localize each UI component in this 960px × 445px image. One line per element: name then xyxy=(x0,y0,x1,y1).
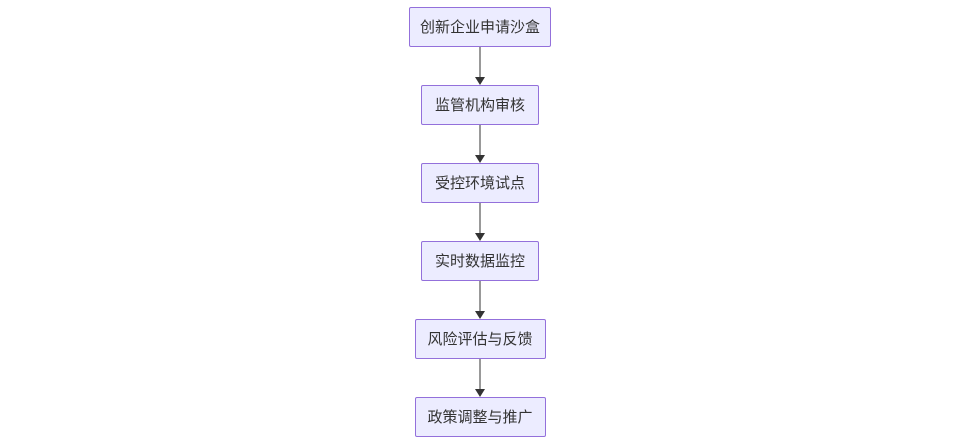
arrow-head-icon xyxy=(475,311,485,319)
arrow-line xyxy=(479,281,481,311)
flow-arrow-2 xyxy=(475,125,485,163)
arrow-head-icon xyxy=(475,155,485,163)
node-label: 受控环境试点 xyxy=(434,174,525,192)
flow-arrow-3 xyxy=(475,203,485,241)
flow-arrow-5 xyxy=(475,359,485,397)
arrow-head-icon xyxy=(475,77,485,85)
node-label: 创新企业申请沙盒 xyxy=(420,18,541,36)
node-controlled-pilot: 受控环境试点 xyxy=(421,163,539,203)
arrow-head-icon xyxy=(475,233,485,241)
flowchart: 创新企业申请沙盒 监管机构审核 受控环境试点 实时数据监控 风险 xyxy=(0,7,960,437)
node-regulator-review: 监管机构审核 xyxy=(421,85,539,125)
node-label: 监管机构审核 xyxy=(434,96,525,114)
node-innovation-apply-sandbox: 创新企业申请沙盒 xyxy=(409,7,551,47)
flow-arrow-1 xyxy=(475,47,485,85)
node-policy-adjust-promote: 政策调整与推广 xyxy=(414,397,546,437)
node-realtime-monitoring: 实时数据监控 xyxy=(421,241,539,281)
arrow-line xyxy=(479,359,481,389)
arrow-head-icon xyxy=(475,389,485,397)
node-label: 实时数据监控 xyxy=(434,252,525,270)
node-label: 政策调整与推广 xyxy=(427,408,533,426)
flow-arrow-4 xyxy=(475,281,485,319)
arrow-line xyxy=(479,47,481,77)
node-label: 风险评估与反馈 xyxy=(427,330,533,348)
arrow-line xyxy=(479,203,481,233)
arrow-line xyxy=(479,125,481,155)
node-risk-assessment-feedback: 风险评估与反馈 xyxy=(414,319,546,359)
